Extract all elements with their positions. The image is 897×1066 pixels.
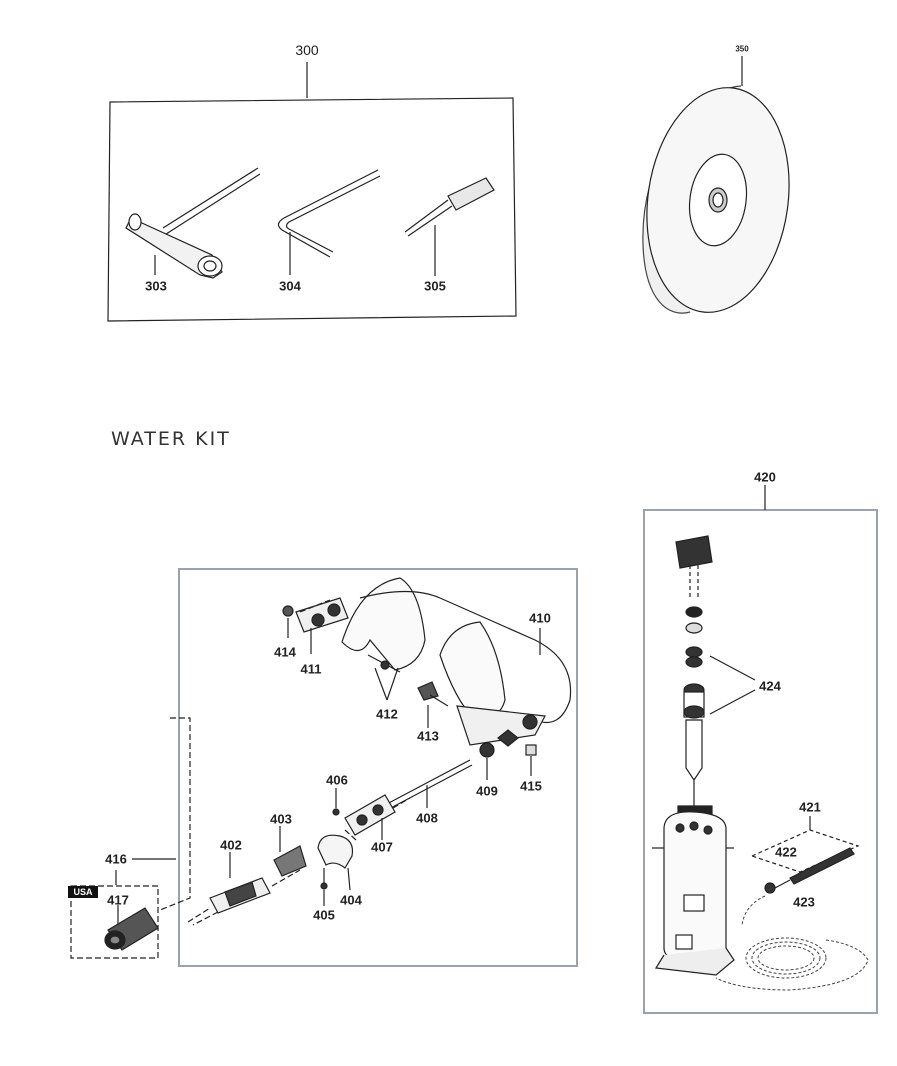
part-label-412: 412	[376, 706, 398, 722]
part-label-424: 424	[759, 678, 781, 694]
part-label-405: 405	[313, 907, 335, 923]
part-label-415: 415	[520, 778, 542, 794]
part-label-409: 409	[476, 783, 498, 799]
part-label-406: 406	[326, 772, 348, 788]
part-label-408: 408	[416, 810, 438, 826]
part-label-304: 304	[279, 278, 301, 294]
water-tank-icon	[652, 805, 735, 976]
valve-icon	[344, 794, 396, 840]
part-label-421: 421	[799, 799, 821, 815]
assembly-dash-lines	[159, 599, 411, 926]
quick-connector-icon	[104, 905, 159, 951]
screwdriver-icon	[404, 177, 495, 276]
nozzle-icon	[750, 816, 860, 894]
part-label-404: 404	[340, 892, 362, 908]
part-label-416: 416	[105, 851, 127, 867]
diamond-blade-icon	[642, 56, 790, 314]
water-tank-box	[643, 509, 878, 1014]
tool-kit-box	[107, 62, 517, 322]
screw-icon	[367, 654, 401, 701]
part-label-300: 300	[295, 42, 319, 58]
part-label-303: 303	[145, 278, 167, 294]
part-label-420: 420	[754, 469, 776, 485]
blade-guard-icon	[341, 577, 572, 758]
water-tube-icon	[384, 759, 473, 811]
elbow-fitting-icon	[273, 826, 307, 877]
fitting-icon	[282, 597, 349, 654]
clamp-icon	[317, 834, 354, 891]
part-label-422: 422	[775, 844, 797, 860]
part-label-407: 407	[371, 839, 393, 855]
part-label-413: 413	[417, 728, 439, 744]
allen-key-icon	[277, 169, 381, 275]
part-label-403: 403	[270, 811, 292, 827]
usa-badge: USA	[68, 886, 98, 898]
part-label-350: 350	[735, 44, 749, 54]
pump-handle-icon	[675, 535, 756, 808]
part-label-411: 411	[300, 661, 322, 677]
connector-icon	[209, 852, 271, 914]
usa-adapter-box	[70, 885, 159, 959]
hose-coil-icon	[715, 895, 869, 991]
part-label-305: 305	[424, 278, 446, 294]
bolt-icon	[417, 681, 449, 728]
water-kit-box	[178, 568, 578, 967]
screw-405-icon	[320, 868, 328, 906]
nut-icon	[525, 744, 537, 776]
part-label-423: 423	[793, 894, 815, 910]
socket-wrench-icon	[125, 167, 261, 279]
section-title: WATER KIT	[111, 428, 231, 450]
part-label-414: 414	[274, 644, 296, 660]
part-label-410: 410	[529, 610, 551, 626]
part-label-417: 417	[107, 892, 129, 908]
small-screw-icon	[332, 788, 340, 816]
part-label-402: 402	[220, 837, 242, 853]
